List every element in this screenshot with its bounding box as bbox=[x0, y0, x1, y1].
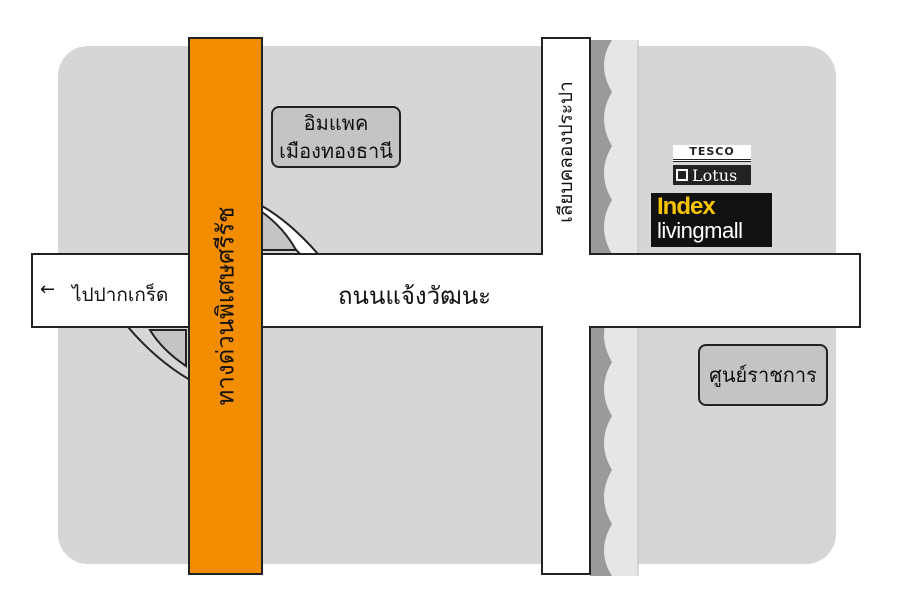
government-center-label: ศูนย์ราชการ bbox=[709, 363, 817, 387]
impact-line1: อิมแพค bbox=[303, 111, 369, 135]
ramp-island-northeast bbox=[261, 210, 298, 251]
ramp-island-southwest bbox=[148, 329, 187, 368]
main-road-fill-west bbox=[33, 255, 189, 326]
main-road-label: ถนนแจ้งวัฒนะ bbox=[338, 282, 492, 310]
direction-arrow-icon: ← bbox=[40, 279, 56, 300]
impact-muangthong-landmark: อิมแพค เมืองทองธานี bbox=[271, 106, 401, 168]
lotus-text: Lotus bbox=[692, 165, 738, 185]
ramp-southwest bbox=[127, 326, 191, 381]
impact-line2: เมืองทองธานี bbox=[279, 139, 393, 163]
expressway bbox=[188, 37, 263, 575]
government-center-landmark: ศูนย์ราชการ bbox=[698, 344, 828, 406]
index-logo-top: Index bbox=[657, 193, 716, 220]
tesco-lotus-logo: TESCO Lotus bbox=[673, 145, 751, 187]
to-pakkret-label: ไปปากเกร็ด bbox=[72, 284, 169, 306]
main-road-over-canal bbox=[589, 255, 859, 326]
index-livingmall-logo: Index livingmall bbox=[651, 193, 772, 247]
lotus-square-icon bbox=[676, 169, 688, 181]
expressway-label: ทางด่วนพิเศษศรีรัช bbox=[211, 206, 240, 406]
index-logo-bottom: livingmall bbox=[657, 218, 743, 243]
tesco-logo-bottom: Lotus bbox=[673, 165, 751, 185]
tesco-logo-top: TESCO bbox=[673, 145, 751, 162]
canal-road-label: เลียบคลองประปา bbox=[555, 81, 577, 223]
